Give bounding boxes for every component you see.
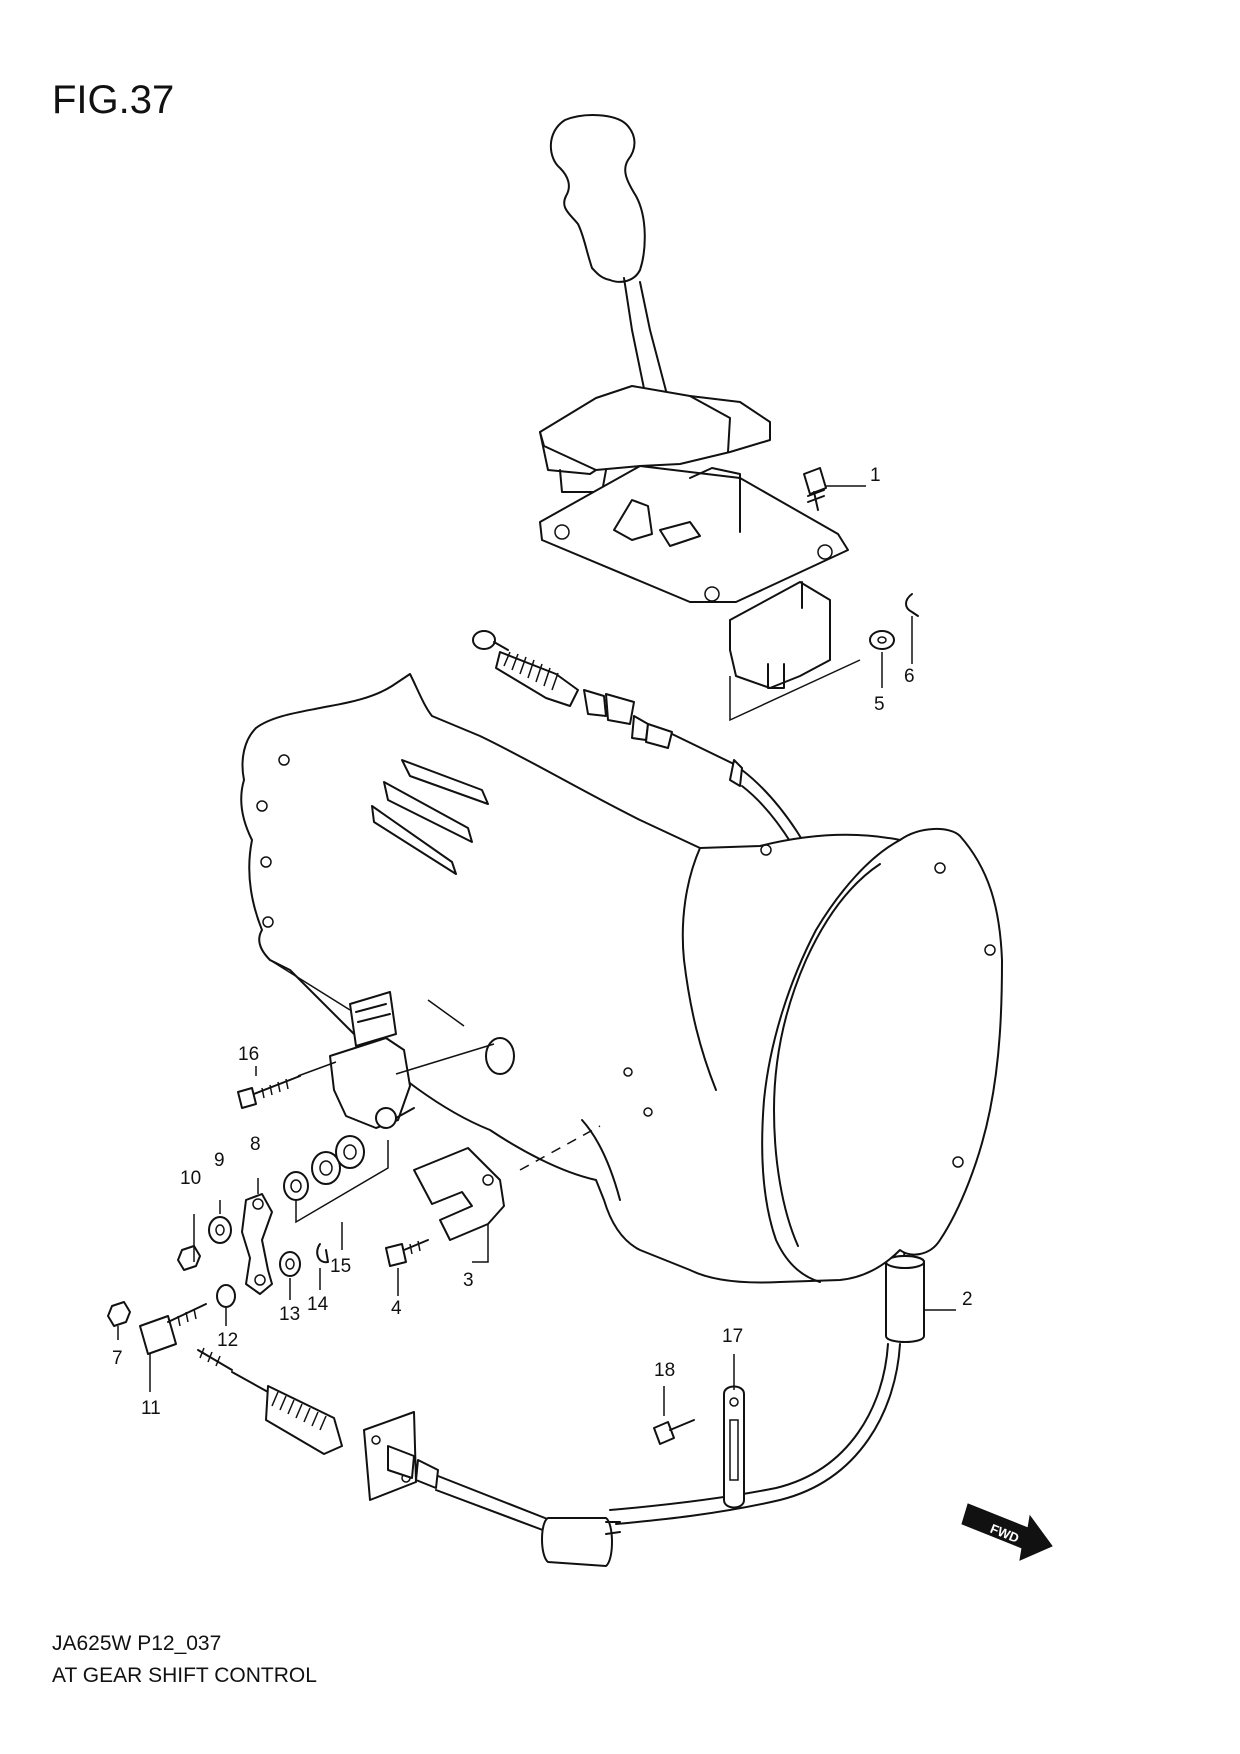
- callout-12: 12: [217, 1330, 238, 1351]
- callout-4: 4: [391, 1298, 402, 1319]
- callout-3: 3: [463, 1270, 474, 1291]
- callout-9: 9: [214, 1150, 225, 1171]
- callout-15: 15: [330, 1256, 351, 1277]
- drawing-code: JA625W P12_037: [52, 1632, 222, 1655]
- shift-lever-assembly: [539, 114, 919, 722]
- callout-7: 7: [112, 1348, 123, 1369]
- leader-lines: [117, 485, 956, 1416]
- shift-cable-lower: [197, 1347, 621, 1567]
- callout-16: 16: [238, 1044, 259, 1065]
- callout-10: 10: [180, 1168, 201, 1189]
- shift-cable-upper: [472, 630, 925, 1525]
- callout-13: 13: [279, 1304, 300, 1325]
- callout-8: 8: [250, 1134, 261, 1155]
- callout-14: 14: [307, 1294, 329, 1315]
- callout-11: 11: [141, 1398, 161, 1419]
- transmission-case: [240, 673, 1003, 1284]
- fwd-arrow-icon: FWD: [961, 1503, 1053, 1561]
- bracket: [413, 1147, 505, 1241]
- callout-2: 2: [962, 1289, 973, 1310]
- callout-labels: 1 2 3 4 5 6 7 8 9 10 11 12 13 14 15 16 1…: [112, 465, 973, 1419]
- callout-17: 17: [722, 1326, 743, 1347]
- figure-title: FIG.37: [52, 78, 175, 122]
- callout-5: 5: [874, 694, 885, 715]
- callout-6: 6: [904, 666, 915, 687]
- hardware-group: [107, 1061, 745, 1509]
- range-switch: [329, 991, 601, 1171]
- drawing-name: AT GEAR SHIFT CONTROL: [52, 1664, 317, 1687]
- callout-18: 18: [654, 1360, 675, 1381]
- callout-1: 1: [870, 465, 881, 486]
